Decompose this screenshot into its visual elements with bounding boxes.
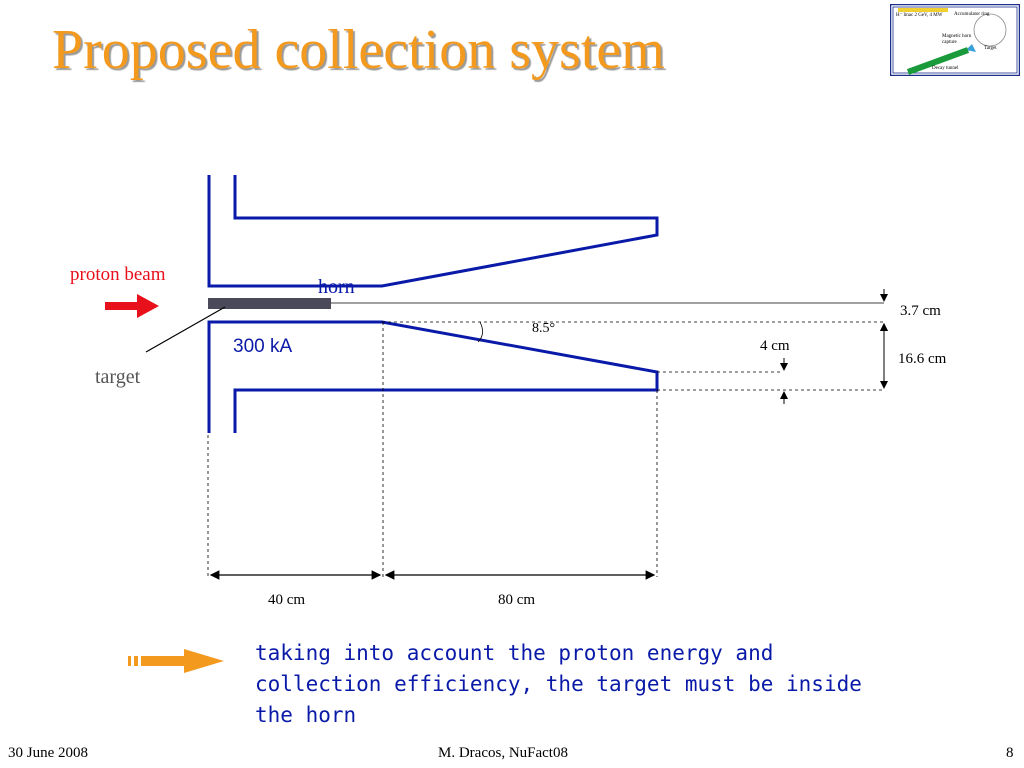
footer-date: 30 June 2008 <box>8 745 88 761</box>
decay-tunnel-bar <box>906 47 970 75</box>
horn-upper-conductor <box>207 175 659 288</box>
thumb-horn-label: Magnetic horn capture <box>942 34 972 45</box>
accumulator-ring <box>973 13 1007 47</box>
dim-80-label: 80 cm <box>498 592 536 608</box>
horn-shape <box>966 44 976 52</box>
footer-author: M. Dracos, NuFact08 <box>438 745 568 761</box>
dim-3-7-label: 3.7 cm <box>900 303 941 319</box>
facility-thumbnail: H⁻ linac 2 GeV, 4 MW Accumulator ring Ma… <box>890 4 1020 76</box>
slide-title: Proposed collection system <box>52 19 665 81</box>
thumb-linac-label: H⁻ linac 2 GeV, 4 MW <box>896 13 943 18</box>
angle-label: 8.5° <box>532 321 556 336</box>
target-label: target <box>95 366 141 388</box>
thumb-tunnel-label: Decay tunnel <box>932 66 959 71</box>
facility-thumbnail-graphic <box>890 4 1020 76</box>
horn-label: horn <box>318 276 355 298</box>
thumb-target-label: Target <box>984 46 997 51</box>
current-label: 300 kA <box>233 336 293 357</box>
thumb-accumulator-label: Accumulator ring <box>954 12 990 17</box>
dimension-extension-lines <box>207 321 884 577</box>
bullet-arrow-icon <box>128 649 224 673</box>
proton-beam-label: proton beam <box>70 264 166 285</box>
angle-arc <box>477 321 483 343</box>
linac-bar <box>898 8 948 12</box>
dim-40-label: 40 cm <box>268 592 306 608</box>
target-bar <box>208 298 331 309</box>
target-pointer-line <box>145 306 226 353</box>
footer-page-number: 8 <box>1006 745 1014 761</box>
dim-16-6-label: 16.6 cm <box>898 351 947 367</box>
note-text: taking into account the proton energy an… <box>255 641 862 727</box>
proton-beam-arrow <box>105 294 159 318</box>
dim-4-label: 4 cm <box>760 338 790 354</box>
